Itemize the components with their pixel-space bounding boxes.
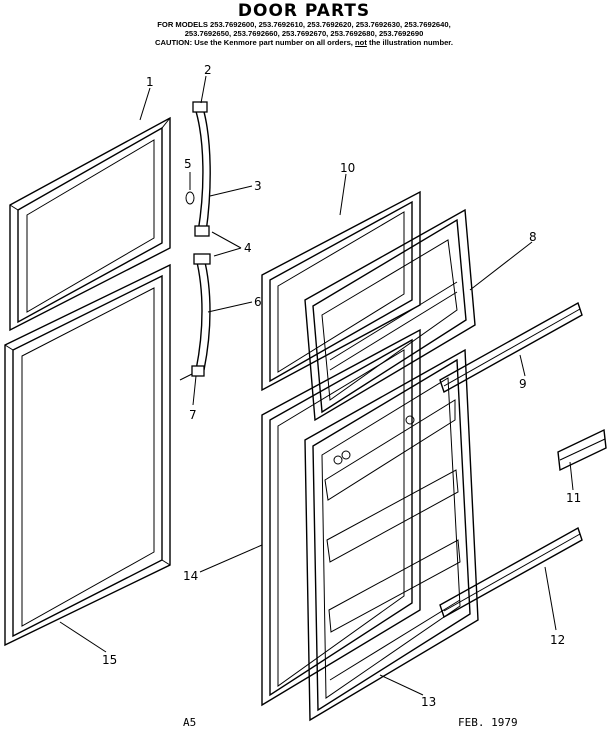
part-11-shelf-clip (557, 428, 607, 472)
callout-1: 1 (146, 75, 154, 89)
callout-2: 2 (204, 63, 212, 77)
part-6-lower-trim (179, 253, 211, 381)
callout-7: 7 (189, 408, 197, 422)
callout-15: 15 (102, 653, 117, 667)
caution-not: not (355, 38, 367, 47)
part-3-upper-trim (185, 101, 211, 237)
caution-prefix: CAUTION: Use the Kenmore part number on … (155, 38, 353, 47)
part-13-fresh-food-liner (304, 348, 479, 722)
part-15-fresh-food-gasket (4, 263, 171, 647)
leader-lines (59, 75, 574, 696)
page-title: DOOR PARTS (237, 1, 371, 21)
footer-date: FEB. 1979 (458, 716, 518, 729)
callout-5: 5 (184, 157, 192, 171)
part-10-freezer-door-seal (261, 190, 421, 392)
callout-10: 10 (340, 161, 355, 175)
caution-note: CAUTION: Use the Kenmore part number on … (0, 38, 608, 47)
callout-3: 3 (254, 179, 262, 193)
diagram-header: DOOR PARTS FOR MODELS 253.7692600, 253.7… (0, 0, 608, 47)
callout-12: 12 (550, 633, 565, 647)
models-line-2: 253.7692650, 253.7692660, 253.7692670, 2… (184, 29, 424, 38)
callout-6: 6 (254, 295, 262, 309)
part-9-upper-rail (439, 301, 583, 394)
part-12-lower-rail (439, 526, 583, 619)
part-14-fresh-food-seal (261, 328, 421, 707)
callout-13: 13 (421, 695, 436, 709)
callout-4: 4 (244, 241, 252, 255)
callout-9: 9 (519, 377, 527, 391)
callout-8: 8 (529, 230, 537, 244)
models-line-1: FOR MODELS 253.7692600, 253.7692610, 253… (157, 20, 451, 29)
callout-11: 11 (566, 491, 581, 505)
part-8-freezer-door-liner (304, 208, 476, 422)
caution-suffix: the illustration number. (368, 38, 453, 47)
footer-page-code: A5 (183, 716, 196, 729)
part-1-freezer-gasket (9, 116, 171, 332)
callout-14: 14 (183, 569, 198, 583)
